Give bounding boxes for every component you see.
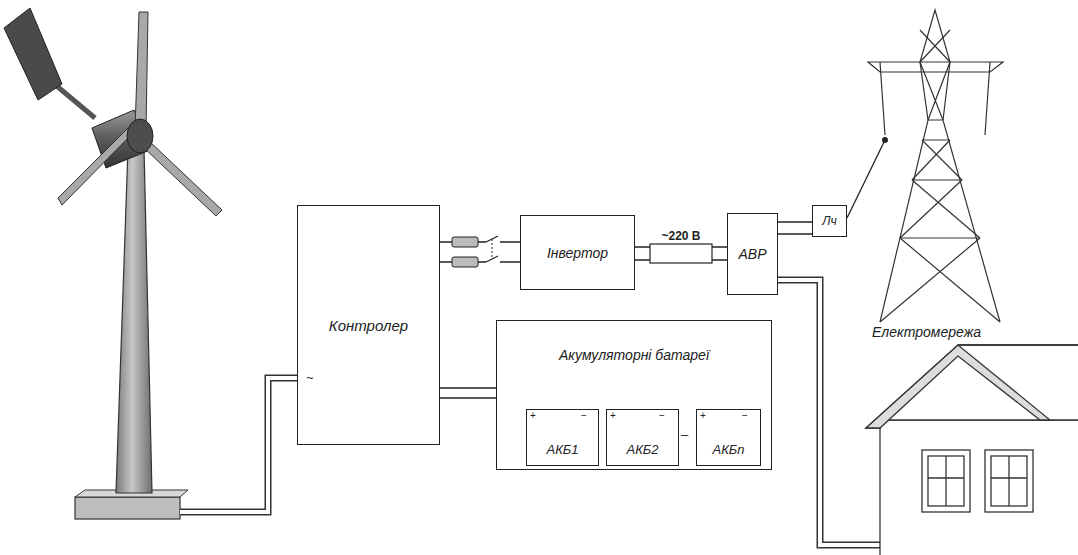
battery-box: АКБ1 xyxy=(526,409,599,466)
grid-wire xyxy=(847,140,885,218)
cable-bundle xyxy=(650,244,712,263)
house xyxy=(866,345,1078,555)
controller-box: Контролер xyxy=(297,205,440,445)
wire-connector xyxy=(778,222,812,234)
node-label: АВР xyxy=(738,246,766,262)
wind-turbine xyxy=(4,8,222,519)
ats-box: АВР xyxy=(727,213,778,295)
node-label: Інвертор xyxy=(547,245,608,261)
node-label: АКБ2 xyxy=(626,442,658,457)
terminal-sign: + xyxy=(610,411,616,421)
node-label: АКБn xyxy=(712,442,744,457)
ellipsis-dash: – xyxy=(681,428,688,441)
terminal-sign: − xyxy=(581,411,587,421)
node-label: Лч xyxy=(822,214,836,228)
node-label: АКБ1 xyxy=(546,442,578,457)
terminal-sign: − xyxy=(659,411,665,421)
terminal-sign: + xyxy=(700,411,706,421)
inverter-box: Інвертор xyxy=(520,215,635,290)
terminal-sign: − xyxy=(742,411,748,421)
wire-connector xyxy=(440,388,496,398)
grid-label: Електромережа xyxy=(872,325,981,339)
voltage-label: ~220 В xyxy=(659,230,702,242)
fuse-symbol xyxy=(452,236,500,270)
ac-symbol: ~ xyxy=(306,371,314,384)
battery-box: АКБ2 xyxy=(606,409,679,466)
turbine-cable xyxy=(180,378,297,512)
battery-bank: Акумуляторні батареїАКБ1 АКБ2 АКБn xyxy=(496,320,772,470)
node-label: Контролер xyxy=(329,317,408,334)
house-cable xyxy=(778,280,880,545)
lightning-box: Лч xyxy=(812,205,847,237)
node-label: Акумуляторні батареї xyxy=(559,347,709,363)
transmission-tower xyxy=(868,10,1003,322)
terminal-sign: + xyxy=(530,411,536,421)
